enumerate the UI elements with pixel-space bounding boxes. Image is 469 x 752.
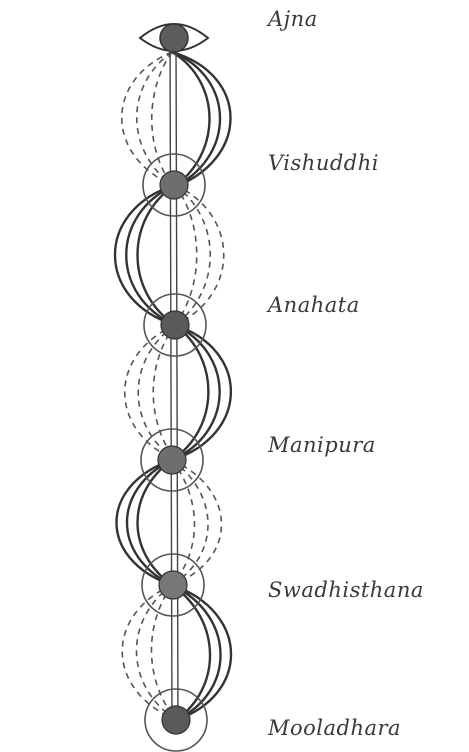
- chakra-label-manipura: Manipura: [267, 433, 376, 457]
- central-channel: [169, 39, 179, 723]
- chakra-node-anahata: [143, 293, 207, 357]
- ajna-eye-icon: [138, 23, 210, 53]
- chakra-node-vishuddhi: [142, 153, 206, 217]
- chakra-label-swadhisthana: Swadhisthana: [268, 578, 424, 602]
- chakra-label-vishuddhi: Vishuddhi: [268, 151, 379, 175]
- chakra-node-mooladhara: [144, 688, 208, 752]
- chakra-label-mooladhara: Mooladhara: [267, 716, 401, 740]
- chakra-label-anahata: Anahata: [266, 293, 360, 317]
- chakra-node-manipura: [140, 428, 204, 492]
- solid-arcs: [114, 50, 233, 722]
- dashed-arcs: [121, 51, 225, 721]
- chakra-node-swadhisthana: [141, 553, 205, 617]
- chakra-label-ajna: Ajna: [266, 7, 318, 31]
